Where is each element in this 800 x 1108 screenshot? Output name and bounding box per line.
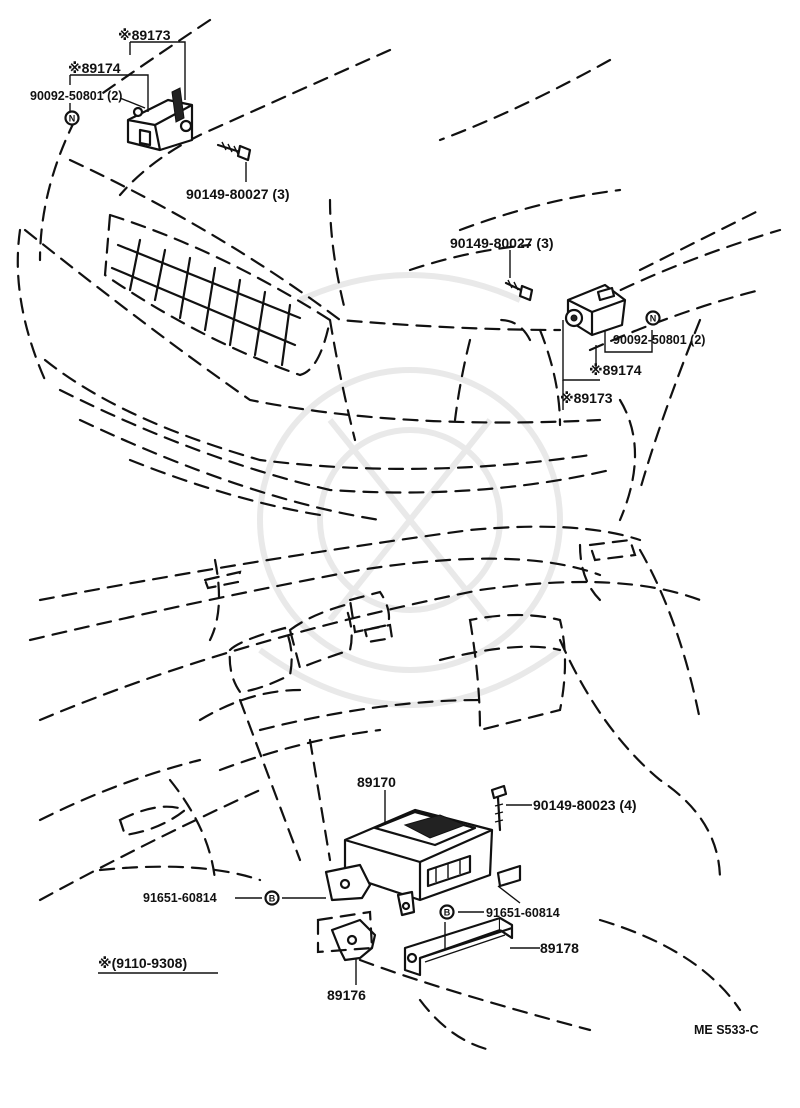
marker-b-left (264, 890, 280, 906)
label-bracket-ecu-left: 89176 (327, 987, 366, 1003)
marker-n-right (645, 310, 661, 326)
leaders-ecu (235, 790, 540, 985)
marker-n-right-text: N (650, 314, 657, 324)
airbag-ecu (343, 808, 494, 902)
screw-ecu (490, 784, 508, 832)
marker-b-left-text: B (269, 894, 276, 904)
leaders-left (69, 41, 247, 182)
dashboard-outline (28, 525, 742, 1052)
label-sensor-left: ※89173 (118, 27, 171, 43)
label-bracket-left: ※89174 (68, 60, 121, 76)
grille (103, 213, 332, 377)
label-bolt-left: 90149-80027 (3) (186, 186, 290, 202)
label-nut-left: 90092-50801 (2) (30, 89, 122, 103)
bracket-ecu-right (403, 864, 522, 977)
label-nut-right: 90092-50801 (2) (613, 333, 705, 347)
front-sensor-left (126, 87, 194, 152)
bolt-right (504, 250, 534, 302)
label-sensor-right: ※89173 (560, 390, 613, 406)
label-screw-ecu: 90149-80023 (4) (533, 797, 637, 813)
watermark (257, 272, 563, 708)
leaders-right (562, 320, 653, 410)
label-bracket-ecu-right: 89178 (540, 940, 579, 956)
bolt-left (216, 141, 252, 162)
car-front-outline (16, 18, 782, 522)
label-ecu: 89170 (357, 774, 396, 790)
front-sensor-right (564, 283, 627, 337)
label-nut-bolt-left: 91651-60814 (143, 891, 217, 905)
instrument-cluster (203, 538, 637, 694)
label-nut-bolt-right: 91651-60814 (486, 906, 560, 920)
figure-code: ME S533-C (694, 1023, 759, 1037)
label-bolt-right: 90149-80027 (3) (450, 235, 554, 251)
bracket-ecu-left (316, 863, 416, 962)
marker-b-right-text: B (444, 908, 451, 918)
marker-n-left (64, 110, 80, 126)
marker-b-right (439, 904, 455, 920)
label-bracket-right: ※89174 (589, 362, 642, 378)
marker-n-left-text: N (69, 114, 76, 124)
applicability-note: ※(9110-9308) (98, 955, 187, 971)
